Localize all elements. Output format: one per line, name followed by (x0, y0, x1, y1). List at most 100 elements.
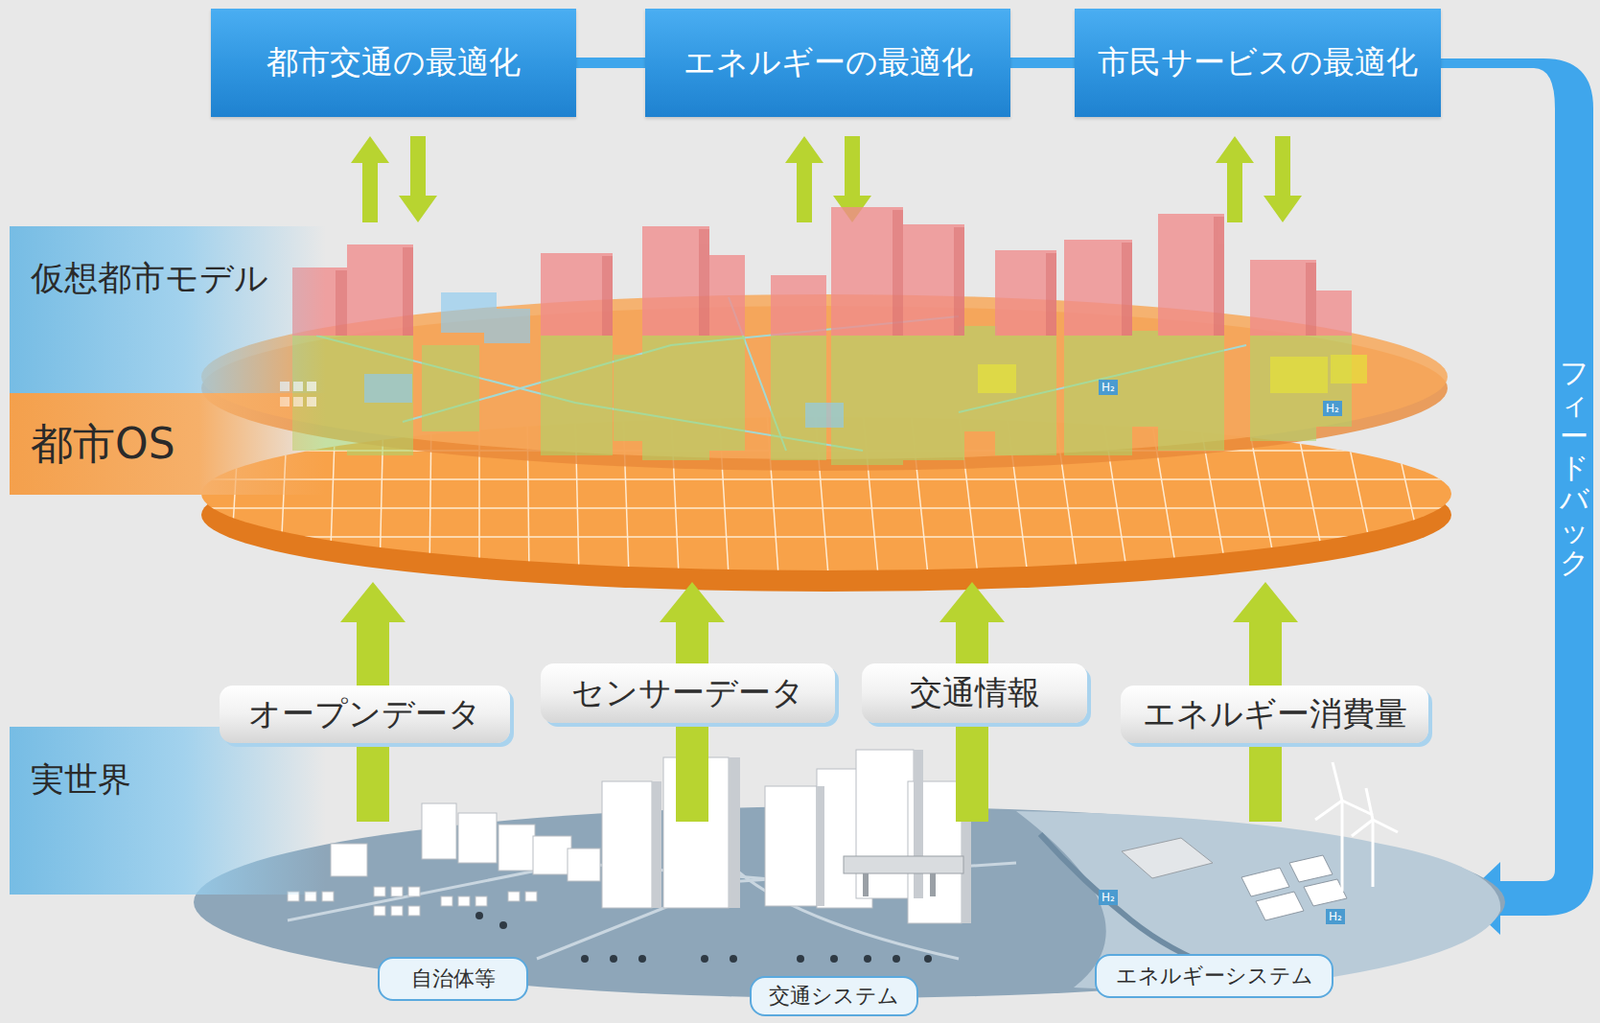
virtual-buildings-part-part (335, 270, 348, 336)
link-line (576, 57, 646, 69)
exchange-arrows-part-part (350, 136, 390, 223)
virtual-buildings-part-part (1296, 290, 1352, 336)
system-tag: 交通システム (749, 975, 919, 1017)
trees (475, 911, 932, 963)
virtual-buildings-part-part (1064, 239, 1133, 336)
virtual-buildings-part-part (903, 224, 965, 336)
virtual-buildings-part-part (977, 364, 1017, 394)
virtual-buildings-part-part (1131, 330, 1159, 427)
virtual-buildings-part-part (347, 335, 414, 456)
virtual-buildings-part-part (770, 335, 827, 461)
trees-part (729, 954, 738, 963)
real-world-buildings-part-part (765, 786, 817, 906)
data-pill: オープンデータ (219, 685, 511, 743)
real-world-buildings-part-part (856, 749, 914, 899)
layer-band: 都市OS (9, 393, 326, 495)
real-world-buildings-part-part (816, 786, 825, 906)
real-world-buildings-part-part (421, 803, 457, 859)
optimization-box-text: 都市交通の最適化 (266, 41, 521, 85)
solar-panels-part (1241, 867, 1290, 897)
real-world-buildings-part-part (373, 886, 386, 897)
virtual-buildings-part-part (1158, 213, 1225, 336)
real-world-buildings-part-part (475, 896, 487, 906)
real-world-buildings-part (330, 749, 962, 924)
feedback-arrow-part (1440, 58, 1594, 935)
virtual-buildings-part-part (421, 345, 480, 432)
real-world-buildings-part-part (651, 781, 662, 908)
virtual-buildings-part-part (364, 373, 413, 403)
virtual-buildings-part (292, 207, 1352, 336)
real-world-buildings-part-part (458, 812, 497, 863)
city-os-disk-part-part (191, 507, 1458, 510)
virtual-buildings-part-part (613, 354, 643, 441)
virtual-buildings-part-part (995, 335, 1057, 456)
elevated-train-part (929, 873, 936, 897)
virtual-buildings-part-part (698, 229, 710, 336)
trees-part (796, 954, 805, 963)
data-pill-text: エネルギー消費量 (1142, 692, 1408, 737)
trees-part (499, 921, 508, 929)
wind-turbines-part (1351, 819, 1373, 836)
virtual-buildings-part-part (831, 335, 904, 465)
system-tag: 自治体等 (377, 956, 529, 1001)
real-world-buildings-part-part (498, 824, 535, 871)
exchange-arrows-part (1215, 136, 1254, 223)
real-world-buildings-part-part (728, 757, 741, 908)
layer-band-text: 都市OS (30, 416, 176, 473)
real-world-buildings-part-part (913, 749, 924, 899)
layer-band-text: 仮想都市モデル (30, 255, 269, 302)
real-world-buildings-part-part (440, 896, 453, 906)
data-pill-text: オープンデータ (248, 692, 482, 737)
wind-turbines-part (1332, 762, 1343, 801)
virtual-buildings-part-part (1158, 335, 1225, 451)
real-world-disk-part (1016, 811, 1501, 994)
exchange-arrows-part-part (1215, 136, 1254, 223)
feedback-arrow (1440, 58, 1594, 935)
virtual-buildings-part-part (1270, 356, 1328, 394)
virtual-buildings-part-part (1121, 242, 1133, 336)
virtual-buildings-part-part (347, 244, 414, 336)
real-world-buildings-part-part (602, 781, 652, 908)
virtual-buildings-part-part (1330, 354, 1368, 384)
virtual-buildings-part-part (995, 250, 1057, 336)
real-world-buildings-part-part (330, 843, 368, 877)
link-line (1010, 57, 1075, 69)
city-os-disk-part-part (1390, 412, 1427, 576)
real-world-buildings-part-part (533, 835, 572, 875)
trees-part (892, 954, 901, 963)
virtual-buildings-part-part (540, 253, 613, 336)
real-world-buildings (287, 749, 1398, 963)
virtual-buildings-part-part (484, 308, 531, 344)
wind-turbines-part (1315, 800, 1343, 820)
city-os-disk-part-part (1342, 412, 1377, 576)
elevated-train-part (843, 856, 964, 874)
real-world-buildings-part (1121, 837, 1213, 879)
wind-turbines (1315, 762, 1398, 892)
feedback-label: フィードバック (1559, 356, 1589, 579)
virtual-buildings-part (335, 209, 1317, 336)
hydrogen-tag: H₂ (1325, 908, 1345, 925)
virtual-buildings-part-part (402, 247, 414, 336)
wind-turbines-part (1341, 800, 1345, 892)
optimization-box-text: 市民サービスの最適化 (1097, 41, 1418, 85)
real-world-buildings-part-part (391, 886, 403, 897)
virtual-buildings-part-part (1045, 253, 1057, 336)
hydrogen-tag: H₂ (1098, 889, 1118, 905)
layer-band: 実世界 (9, 726, 326, 895)
system-tag-text: エネルギーシステム (1115, 961, 1314, 991)
exchange-arrows-part (350, 136, 390, 223)
virtual-buildings-part-part (602, 255, 613, 336)
solar-panels-part (1303, 879, 1347, 906)
virtual-buildings-part-part (770, 275, 827, 336)
virtual-buildings-part-part (1213, 216, 1225, 336)
data-pill: 交通情報 (861, 663, 1088, 723)
solar-panels-part (1255, 891, 1304, 921)
system-tag: エネルギーシステム (1094, 953, 1334, 998)
layer-band-text: 実世界 (30, 757, 132, 803)
virtual-buildings-part-part (703, 255, 745, 336)
virtual-buildings-part-part (642, 335, 710, 461)
exchange-arrows-part-part (785, 136, 824, 223)
real-world-buildings-part-part (391, 905, 403, 916)
trees-part (830, 954, 838, 963)
